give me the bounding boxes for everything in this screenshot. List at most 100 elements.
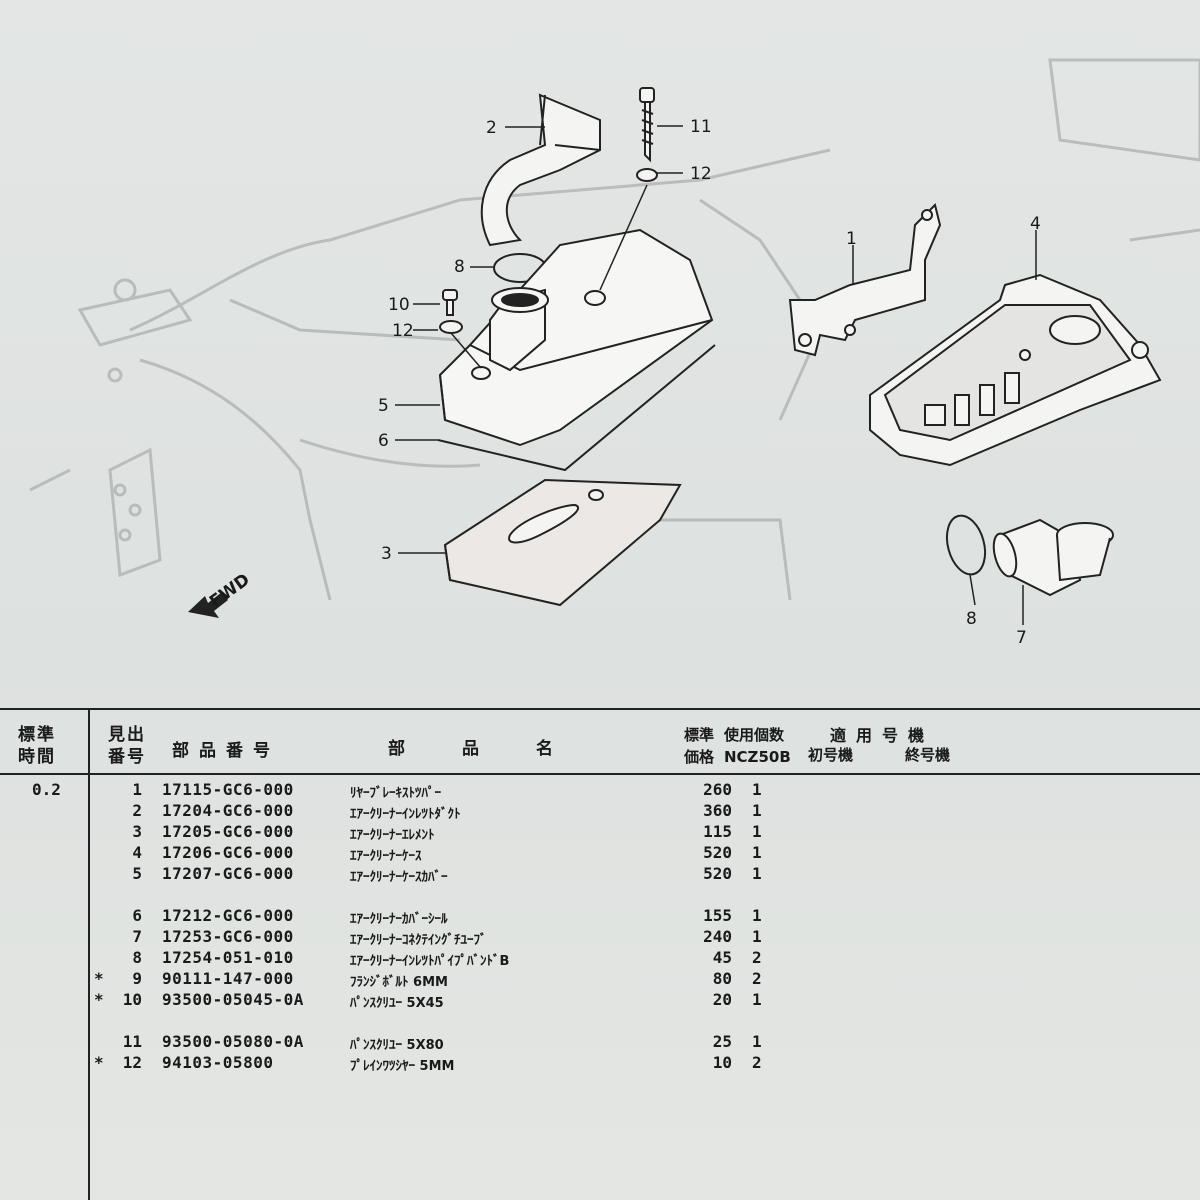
part-6-seal xyxy=(437,344,716,472)
header-ref-number: 見出 番号 xyxy=(108,725,146,767)
row-ref-number: 2 xyxy=(132,801,142,820)
row-quantity: 1 xyxy=(752,1032,762,1051)
row-quantity: 1 xyxy=(752,822,762,841)
row-star-mark: * xyxy=(94,1053,104,1072)
row-part-number: 93500-05045-0A xyxy=(162,990,304,1009)
row-quantity: 1 xyxy=(752,864,762,883)
row-quantity: 1 xyxy=(752,990,762,1009)
callout-4: 4 xyxy=(1030,214,1041,234)
row-price: 45 xyxy=(712,948,732,967)
fwd-arrow-icon xyxy=(188,592,228,618)
row-part-name: ｴｱｰｸﾘｰﾅｰｹｰｽｶﾊﾞｰ xyxy=(350,870,448,885)
callout-11: 11 xyxy=(690,117,712,137)
row-star-mark: * xyxy=(94,969,104,988)
callout-7: 7 xyxy=(1016,628,1027,648)
row-part-number: 17204-GC6-000 xyxy=(162,801,294,820)
part-1-bracket xyxy=(788,203,942,357)
header-quantity: 使用個数 NCZ50B xyxy=(724,726,791,766)
row-ref-number: 5 xyxy=(132,864,142,883)
header-standard-time: 標準 時間 xyxy=(18,725,56,767)
row-quantity: 1 xyxy=(752,927,762,946)
table-row: 11 93500-05080-0A ﾊﾟﾝｽｸﾘﾕｰ 5X80 25 1 xyxy=(0,1032,1200,1053)
row-price: 155 xyxy=(703,906,732,925)
callout-3: 3 xyxy=(381,544,392,564)
row-part-number: 17212-GC6-000 xyxy=(162,906,294,925)
row-part-number: 17115-GC6-000 xyxy=(162,780,294,799)
parts-table: 標準 時間 見出 番号 部品番号 部 品 名 標準 価格 使用個数 NCZ50B… xyxy=(0,700,1200,1200)
row-price: 360 xyxy=(703,801,732,820)
row-quantity: 1 xyxy=(752,801,762,820)
callout-6: 6 xyxy=(378,431,389,451)
header-applicable-serial: 適用号機 xyxy=(830,726,935,745)
row-part-number: 17207-GC6-000 xyxy=(162,864,294,883)
table-row: 1 17115-GC6-000 ﾘﾔｰﾌﾞﾚｰｷｽﾄﾂﾊﾟｰ 260 1 xyxy=(0,780,1200,801)
part-8-band-right xyxy=(945,514,987,576)
row-quantity: 2 xyxy=(752,1053,762,1072)
row-ref-number: 6 xyxy=(132,906,142,925)
row-part-name: ﾘﾔｰﾌﾞﾚｰｷｽﾄﾂﾊﾟｰ xyxy=(350,786,441,801)
table-row: 8 17254-051-010 ｴｱｰｸﾘｰﾅｰｲﾝﾚﾂﾄﾊﾟｲﾌﾟﾊﾞﾝﾄﾞB 45… xyxy=(0,948,1200,969)
part-4-cleaner-case xyxy=(869,273,1162,467)
row-part-name: ﾌﾗﾝｼﾞﾎﾞﾙﾄ 6MM xyxy=(350,975,448,990)
table-row: 3 17205-GC6-000 ｴｱｰｸﾘｰﾅｰｴﾚﾒﾝﾄ 115 1 xyxy=(0,822,1200,843)
row-ref-number: 9 xyxy=(132,969,142,988)
row-part-name: ﾌﾟﾚｲﾝﾜﾂｼﾔｰ 5MM xyxy=(350,1059,455,1074)
row-part-name: ｴｱｰｸﾘｰﾅｰｲﾝﾚﾂﾄﾊﾟｲﾌﾟﾊﾞﾝﾄﾞB xyxy=(350,954,510,969)
standard-time-value: 0.2 xyxy=(32,780,61,799)
table-header-rule xyxy=(0,773,1200,775)
callout-10: 10 xyxy=(388,295,410,315)
row-ref-number: 10 xyxy=(122,990,142,1009)
row-part-name: ｴｱｰｸﾘｰﾅｰｶﾊﾞｰｼｰﾙ xyxy=(350,912,448,927)
table-row: * 12 94103-05800 ﾌﾟﾚｲﾝﾜﾂｼﾔｰ 5MM 10 2 xyxy=(0,1053,1200,1074)
row-part-number: 17206-GC6-000 xyxy=(162,843,294,862)
row-part-number: 93500-05080-0A xyxy=(162,1032,304,1051)
row-ref-number: 12 xyxy=(122,1053,142,1072)
header-last-serial: 終号機 xyxy=(905,746,951,764)
row-price: 520 xyxy=(703,864,732,883)
row-ref-number: 11 xyxy=(122,1032,142,1051)
row-quantity: 2 xyxy=(752,969,762,988)
row-part-number: 17254-051-010 xyxy=(162,948,294,967)
header-first-serial: 初号機 xyxy=(808,746,854,764)
row-price: 240 xyxy=(703,927,732,946)
row-quantity: 2 xyxy=(752,948,762,967)
row-quantity: 1 xyxy=(752,780,762,799)
row-price: 115 xyxy=(703,822,732,841)
callout-2: 2 xyxy=(486,118,497,138)
leader-lines xyxy=(395,125,1037,625)
part-5-cleaner-cover xyxy=(438,228,714,447)
row-price: 10 xyxy=(712,1053,732,1072)
exploded-parts-diagram xyxy=(29,58,1200,625)
row-price: 25 xyxy=(712,1032,732,1051)
row-ref-number: 3 xyxy=(132,822,142,841)
part-3-element xyxy=(443,478,682,607)
callout-8-top: 8 xyxy=(454,257,465,277)
row-ref-number: 1 xyxy=(132,780,142,799)
callout-5: 5 xyxy=(378,396,389,416)
part-2-inlet-duct xyxy=(480,93,601,247)
row-part-name: ﾊﾟﾝｽｸﾘﾕｰ 5X45 xyxy=(350,996,444,1011)
row-part-number: 94103-05800 xyxy=(162,1053,274,1072)
row-part-number: 90111-147-000 xyxy=(162,969,294,988)
row-part-name: ﾊﾟﾝｽｸﾘﾕｰ 5X80 xyxy=(350,1038,444,1053)
row-part-name: ｴｱｰｸﾘｰﾅｰｺﾈｸﾃｲﾝｸﾞﾁﾕｰﾌﾞ xyxy=(350,933,487,948)
row-price: 260 xyxy=(703,780,732,799)
header-standard-price: 標準 価格 xyxy=(684,726,715,766)
callout-12-top: 12 xyxy=(690,164,712,184)
row-ref-number: 8 xyxy=(132,948,142,967)
callout-1: 1 xyxy=(846,229,857,249)
row-price: 20 xyxy=(712,990,732,1009)
row-part-number: 17205-GC6-000 xyxy=(162,822,294,841)
table-column-rule xyxy=(88,708,90,1200)
row-ref-number: 4 xyxy=(132,843,142,862)
table-row: 5 17207-GC6-000 ｴｱｰｸﾘｰﾅｰｹｰｽｶﾊﾞｰ 520 1 xyxy=(0,864,1200,885)
row-part-name: ｴｱｰｸﾘｰﾅｰｴﾚﾒﾝﾄ xyxy=(350,828,435,843)
part-11-screw xyxy=(639,87,655,163)
row-part-number: 17253-GC6-000 xyxy=(162,927,294,946)
header-part-number: 部品番号 xyxy=(172,741,280,761)
